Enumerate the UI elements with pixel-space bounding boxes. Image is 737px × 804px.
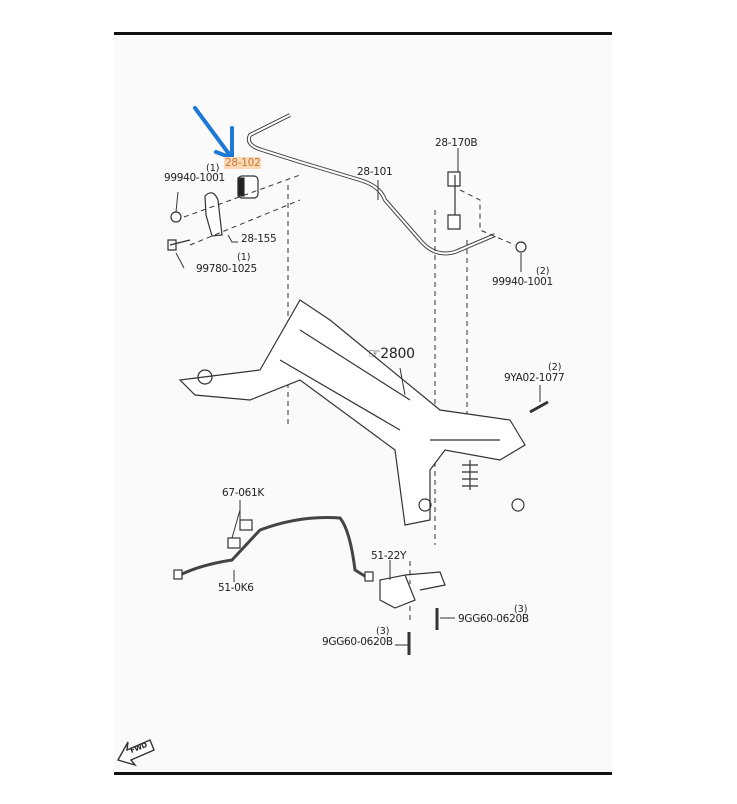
qty-99940-1001-b: (2) — [536, 266, 550, 277]
label-67-061K[interactable]: 67-061K — [222, 487, 264, 499]
tag-67-061K — [239, 519, 253, 531]
qty-9GG60-0620B-b: (3) — [376, 626, 390, 637]
label-9GG60-0620B-b[interactable]: 9GG60-0620B — [322, 636, 393, 648]
label-9YA02-1077[interactable]: 9YA02-1077 — [504, 372, 565, 384]
bracket-28-155 — [204, 192, 223, 237]
nut-99940-b — [515, 241, 527, 253]
pointer-2800 — [399, 367, 406, 396]
top-rule — [114, 32, 612, 35]
label-28-155[interactable]: 28-155 — [241, 233, 277, 245]
label-51-22Y[interactable]: 51-22Y — [371, 550, 407, 562]
qty-99940-1001-a: (1) — [206, 163, 220, 174]
qty-9YA02-1077: (2) — [548, 362, 562, 373]
hand-pointer-icon: ☞ — [368, 346, 381, 362]
bolt-99780 — [167, 239, 191, 251]
qty-9GG60-0620B-a: (3) — [514, 604, 528, 615]
label-28-101[interactable]: 28-101 — [357, 166, 393, 178]
bolt-9YA02 — [529, 400, 549, 414]
sensor-51-22Y — [379, 571, 446, 609]
label-2800[interactable]: ☞2800 — [368, 346, 415, 362]
highlight-arrow — [193, 106, 234, 160]
label-99940-1001-a[interactable]: 99940-1001 — [164, 172, 225, 184]
bottom-rule — [114, 772, 612, 775]
nut-99940-a — [170, 211, 182, 223]
crossmember-2800 — [178, 299, 526, 526]
label-28-170B[interactable]: 28-170B — [435, 137, 478, 149]
label-51-0K6[interactable]: 51-0K6 — [218, 582, 254, 594]
qty-99780-1025: (1) — [237, 252, 251, 263]
harness-51-0K6 — [179, 516, 369, 580]
fwd-arrow-icon — [116, 739, 155, 767]
label-28-102[interactable]: 28-102 — [224, 157, 262, 169]
label-99780-1025[interactable]: 99780-1025 — [196, 263, 257, 275]
label-99940-1001-b[interactable]: 99940-1001 — [492, 276, 553, 288]
stabilizer-link — [447, 171, 461, 230]
label-9GG60-0620B-a[interactable]: 9GG60-0620B — [458, 613, 529, 625]
